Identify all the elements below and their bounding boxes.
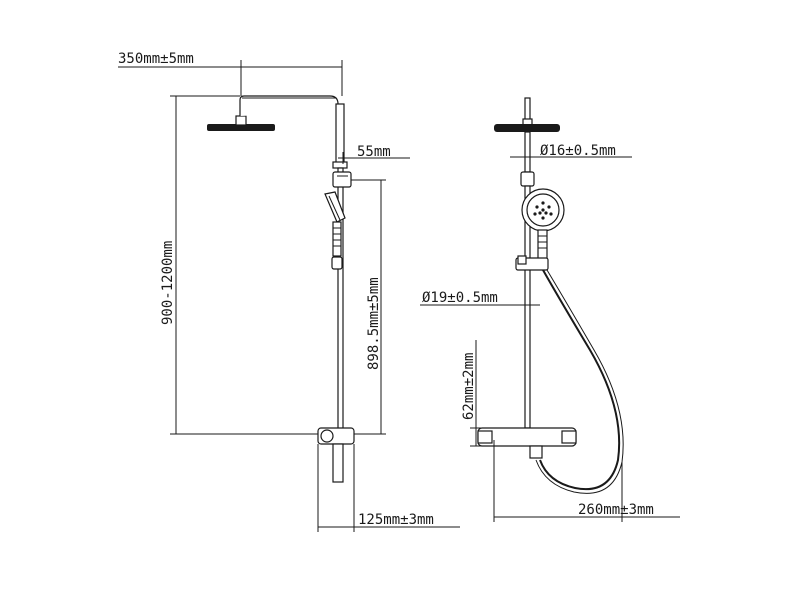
height-range-label: 900-1200mm: [160, 241, 176, 325]
hose: [539, 269, 621, 491]
mixer-width-label: 260mm±3mm: [578, 502, 654, 518]
dim-mixer-depth: 125mm±3mm: [317, 444, 460, 532]
dim-arm-diameter: Ø16±0.5mm: [510, 143, 632, 164]
mixer-valve-front: [317, 427, 355, 483]
hand-shower-side: [515, 188, 565, 271]
rain-shower-head-side: [494, 97, 560, 132]
dim-mixer-height: 62mm±2mm: [461, 340, 490, 447]
mixer-valve-side: [477, 427, 577, 459]
mixer-height-label: 62mm±2mm: [461, 353, 477, 420]
dim-arm-length: 350mm±5mm: [118, 51, 343, 96]
mixer-depth-label: 125mm±3mm: [358, 512, 434, 528]
riser-pipe: [332, 103, 348, 431]
arm-diameter-label: Ø16±0.5mm: [540, 143, 616, 159]
dim-bar-height: 898.5mm±5mm: [351, 179, 386, 435]
dim-rail-offset: 55mm: [338, 144, 410, 164]
bar-height-label: 898.5mm±5mm: [366, 277, 382, 370]
front-view: 350mm±5mm 900-1200mm 55mm 898.5mm±5mm: [118, 51, 460, 532]
dim-mixer-width: 260mm±3mm: [493, 440, 680, 522]
arm-length-label: 350mm±5mm: [118, 51, 194, 67]
rail-offset-label: 55mm: [357, 144, 391, 160]
riser-pipe-side: [520, 131, 535, 429]
spray-nozzles: [533, 201, 553, 220]
rain-shower-head: [207, 95, 339, 131]
rail-diameter-label: Ø19±0.5mm: [422, 290, 498, 306]
hand-shower-front: [324, 191, 346, 270]
dim-height-range: 900-1200mm: [160, 95, 318, 435]
slider-bracket: [332, 171, 352, 188]
side-view: Ø16±0.5mm Ø19±0.5mm 62mm±2mm 260mm±3mm: [420, 97, 680, 522]
dim-rail-diameter: Ø19±0.5mm: [420, 290, 540, 312]
